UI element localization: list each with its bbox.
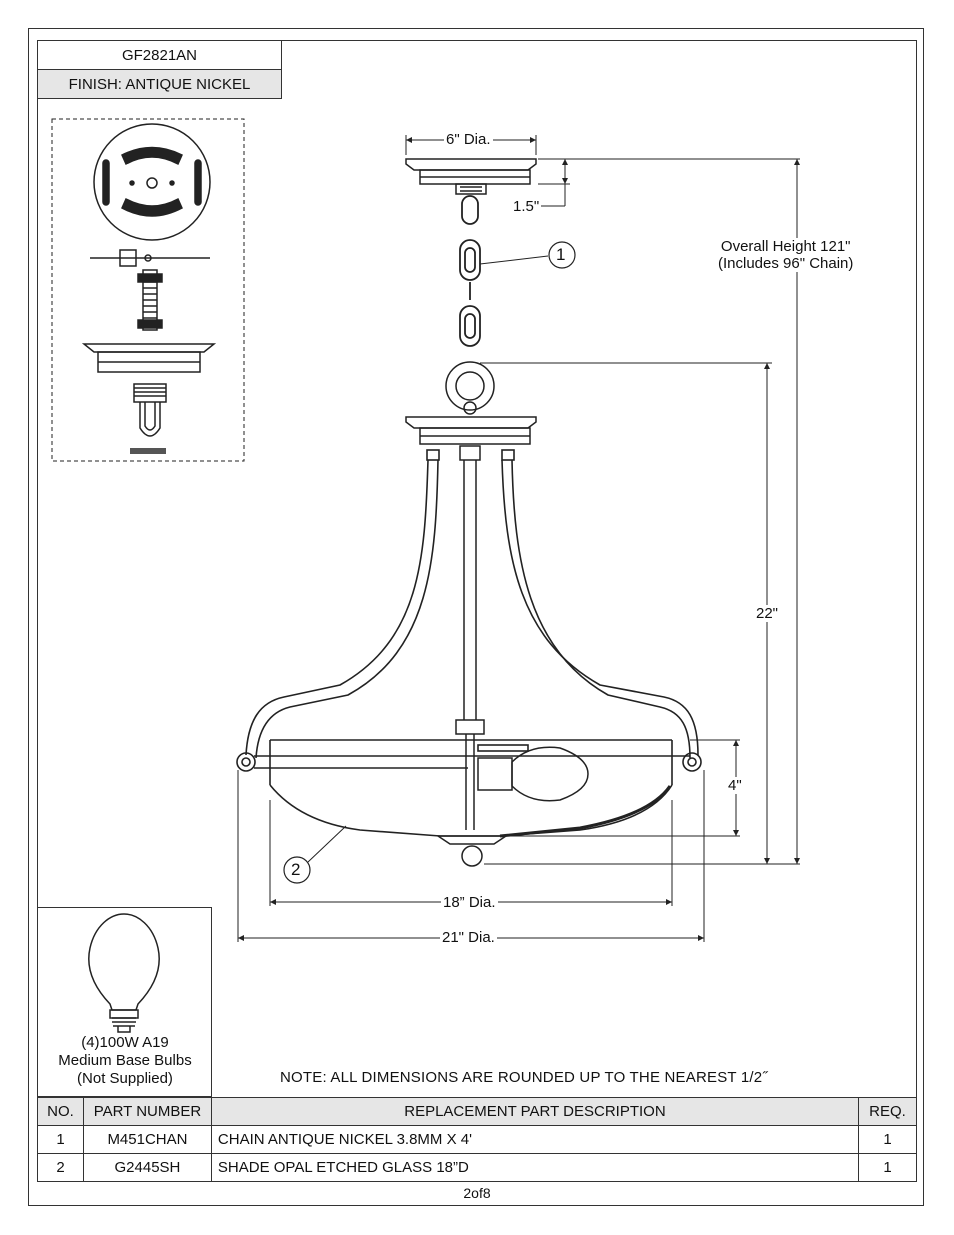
hanging-loop <box>445 361 495 415</box>
shade-dia-label: 18” Dia. <box>441 894 498 911</box>
row-description: SHADE OPAL ETCHED GLASS 18”D <box>210 1153 860 1182</box>
dimension-arrows <box>238 137 800 941</box>
parts-table-header: NO. PART NUMBER REPLACEMENT PART DESCRIP… <box>37 1097 917 1126</box>
center-stem <box>455 445 485 830</box>
loop-icon <box>130 383 167 454</box>
bulb-in-fixture <box>477 746 589 802</box>
page-number: 2of8 <box>463 1185 491 1201</box>
chain <box>459 195 481 347</box>
parts-table: NO. PART NUMBER REPLACEMENT PART DESCRIP… <box>37 1097 917 1182</box>
overall-height-line1: Overall Height 121" <box>720 238 851 255</box>
overall-dia-label: 21" Dia. <box>440 929 497 946</box>
mounting-plate-icon <box>93 123 211 241</box>
glass-shade <box>269 739 673 838</box>
overall-height-line2: (Includes 96" Chain) <box>718 255 854 272</box>
row-part-number: G2445SH <box>82 1153 212 1182</box>
shade-height-label: 4" <box>726 777 744 794</box>
canopy <box>405 158 537 195</box>
bulb-line3: (Not Supplied) <box>77 1070 173 1087</box>
row-req: 1 <box>858 1153 917 1182</box>
callout-1: 1 <box>556 245 566 264</box>
col-no: NO. <box>37 1097 84 1126</box>
row-req: 1 <box>858 1125 917 1154</box>
row-no: 1 <box>37 1125 84 1154</box>
col-description: REPLACEMENT PART DESCRIPTION <box>210 1097 860 1126</box>
bulb-line1: (4)100W A19 <box>81 1034 169 1051</box>
bulb-spec-text: (4)100W A19 Medium Base Bulbs (Not Suppl… <box>40 1034 210 1088</box>
table-row: 1 M451CHAN CHAIN ANTIQUE NICKEL 3.8MM X … <box>37 1125 917 1154</box>
col-part-number: PART NUMBER <box>82 1097 212 1126</box>
arms <box>236 449 702 772</box>
body-cap <box>405 416 537 445</box>
canopy-dia-label: 6" Dia. <box>444 131 493 148</box>
dimension-note: NOTE: ALL DIMENSIONS ARE ROUNDED UP TO T… <box>280 1069 768 1086</box>
row-part-number: M451CHAN <box>82 1125 212 1154</box>
bulb-spec-box <box>37 907 212 1097</box>
drawing-frame <box>37 40 917 1182</box>
table-row: 2 G2445SH SHADE OPAL ETCHED GLASS 18”D 1 <box>37 1153 917 1182</box>
callout-circles <box>283 241 576 884</box>
hardware-inset-box <box>51 118 245 462</box>
threaded-rod-icon <box>137 269 163 331</box>
row-no: 2 <box>37 1153 84 1182</box>
a19-bulb-icon <box>88 913 160 1033</box>
bulb-line2: Medium Base Bulbs <box>58 1052 192 1069</box>
row-description: CHAIN ANTIQUE NICKEL 3.8MM X 4' <box>210 1125 860 1154</box>
model-number: GF2821AN <box>37 40 282 70</box>
finish-label: FINISH: ANTIQUE NICKEL <box>37 69 282 99</box>
callout-2: 2 <box>291 860 301 879</box>
body-height-label: 22" <box>754 605 781 622</box>
page-border <box>28 28 924 1206</box>
overall-height-label: Overall Height 121" (Includes 96" Chain) <box>716 238 856 272</box>
crossbar-icon <box>90 249 210 267</box>
col-req: REQ. <box>858 1097 917 1126</box>
canopy-height-label: 1.5" <box>511 198 542 215</box>
canopy-icon <box>81 343 217 373</box>
finial <box>435 835 509 867</box>
